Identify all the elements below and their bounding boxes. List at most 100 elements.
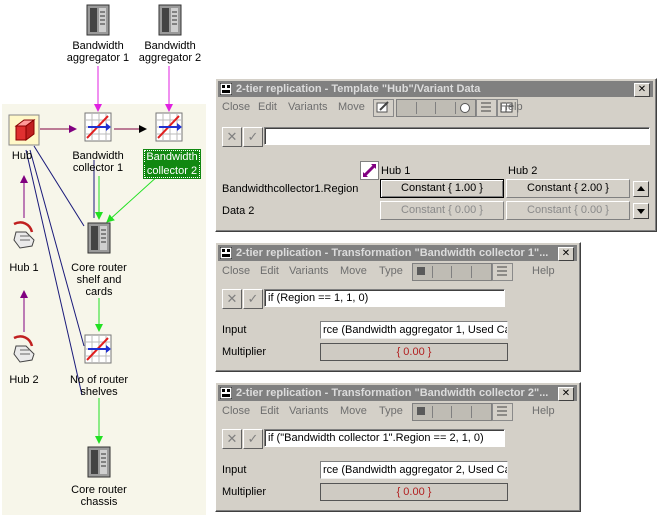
- cancel-edit-button[interactable]: ✕: [222, 429, 242, 449]
- tree-view-button[interactable]: [476, 99, 497, 117]
- node-label: cards: [85, 286, 113, 298]
- toolbar-group[interactable]: [412, 263, 492, 281]
- link-hub-chassis: [25, 149, 83, 396]
- menu-variants[interactable]: Variants: [289, 405, 329, 417]
- node-no-of-router-shelves[interactable]: No of router shelves: [60, 374, 138, 398]
- menu-variants[interactable]: Variants: [288, 101, 328, 113]
- transformation-icon[interactable]: [84, 334, 112, 364]
- node-label: Bandwidth: [144, 40, 196, 52]
- transformation-icon[interactable]: [155, 112, 183, 142]
- node-label: Bandwidth: [72, 150, 124, 162]
- formula-field[interactable]: [264, 127, 650, 145]
- transformation-window-collector-1[interactable]: 2-tier replication - Transformation "Ban…: [215, 242, 581, 372]
- input-label: Input: [222, 464, 247, 476]
- link-hub-core: [33, 145, 85, 227]
- formula-field[interactable]: if (Region == 1, 1, 0): [264, 289, 505, 307]
- cell-hub2-region[interactable]: Constant { 2.00 }: [506, 179, 630, 198]
- menu-help[interactable]: Help: [532, 405, 555, 417]
- close-icon[interactable]: ✕: [558, 387, 574, 401]
- server-icon[interactable]: [86, 4, 110, 36]
- multiplier-value[interactable]: { 0.00 }: [320, 483, 508, 501]
- node-label: Core router: [71, 484, 127, 496]
- accept-edit-button[interactable]: ✓: [243, 289, 263, 309]
- transformation-window-collector-2[interactable]: 2-tier replication - Transformation "Ban…: [215, 382, 581, 512]
- menu-close[interactable]: Close: [222, 405, 251, 417]
- transformation-icon[interactable]: [84, 112, 112, 142]
- scroll-up-button[interactable]: [633, 181, 649, 197]
- close-icon[interactable]: ✕: [634, 83, 650, 97]
- hand-icon[interactable]: [8, 220, 38, 250]
- menu-close[interactable]: Close: [222, 265, 251, 277]
- node-hub[interactable]: Hub: [2, 150, 42, 162]
- edit-note-button[interactable]: [373, 99, 394, 117]
- menu-help[interactable]: Help: [500, 101, 523, 113]
- node-hub-1[interactable]: Hub 1: [4, 262, 44, 274]
- node-label: collector 2: [143, 163, 201, 179]
- node-label: chassis: [80, 496, 118, 508]
- server-icon[interactable]: [87, 222, 111, 254]
- menu-type[interactable]: Type: [379, 265, 403, 277]
- node-core-router-chassis[interactable]: Core router chassis: [60, 484, 138, 508]
- node-bandwidth-collector-2[interactable]: Bandwidth collector 2: [143, 149, 201, 179]
- accept-edit-button[interactable]: ✓: [243, 429, 263, 449]
- cell-hub1-data2[interactable]: Constant { 0.00 }: [380, 201, 504, 220]
- node-hub-2[interactable]: Hub 2: [4, 374, 44, 386]
- row-label-region: Bandwidthcollector1.Region: [222, 183, 359, 195]
- close-icon[interactable]: ✕: [558, 247, 574, 261]
- server-icon[interactable]: [87, 446, 111, 478]
- cancel-edit-button[interactable]: ✕: [222, 289, 242, 309]
- window-title: 2-tier replication - Transformation "Ban…: [236, 387, 549, 399]
- tree-view-button[interactable]: [492, 263, 513, 281]
- link-hub-norouter: [29, 149, 85, 347]
- node-label: No of router: [69, 374, 129, 386]
- node-core-router-shelf[interactable]: Core router shelf and cards: [60, 262, 138, 298]
- multiplier-value[interactable]: { 0.00 }: [320, 343, 508, 361]
- column-header-hub2: Hub 2: [508, 165, 538, 177]
- menu-move[interactable]: Move: [340, 265, 367, 277]
- scroll-down-button[interactable]: [633, 203, 649, 219]
- input-source-field[interactable]: rce (Bandwidth aggregator 2, Used Ca: [320, 461, 508, 479]
- multiplier-label: Multiplier: [222, 486, 267, 498]
- menu-help[interactable]: Help: [532, 265, 555, 277]
- app-icon: [219, 82, 233, 96]
- menu-type[interactable]: Type: [379, 405, 403, 417]
- node-label: aggregator 2: [138, 52, 202, 64]
- cell-hub2-data2[interactable]: Constant { 0.00 }: [506, 201, 630, 220]
- node-label: Bandwidth: [143, 149, 201, 165]
- window-titlebar[interactable]: 2-tier replication - Transformation "Ban…: [218, 245, 577, 261]
- menu-move[interactable]: Move: [340, 405, 367, 417]
- node-bandwidth-collector-1[interactable]: Bandwidth collector 1: [62, 150, 134, 174]
- menu-edit[interactable]: Edit: [260, 405, 279, 417]
- node-label: Core router: [71, 262, 127, 274]
- node-bandwidth-aggregator-1[interactable]: Bandwidth aggregator 1: [60, 40, 136, 64]
- menu-edit[interactable]: Edit: [258, 101, 277, 113]
- menubar: Close Edit Variants Move Help: [220, 99, 652, 117]
- swap-axes-icon[interactable]: [360, 161, 379, 180]
- menu-edit[interactable]: Edit: [260, 265, 279, 277]
- menubar: Close Edit Variants Move Type Help: [220, 263, 576, 281]
- cancel-edit-button[interactable]: ✕: [222, 127, 242, 147]
- template-variant-window[interactable]: 2-tier replication - Template "Hub"/Vari…: [215, 78, 657, 232]
- menu-move[interactable]: Move: [338, 101, 365, 113]
- node-bandwidth-aggregator-2[interactable]: Bandwidth aggregator 2: [132, 40, 208, 64]
- accept-edit-button[interactable]: ✓: [243, 127, 263, 147]
- toolbar-group[interactable]: [412, 403, 492, 421]
- cell-hub1-region[interactable]: Constant { 1.00 }: [380, 179, 504, 198]
- node-label: Bandwidth: [72, 40, 124, 52]
- window-titlebar[interactable]: 2-tier replication - Template "Hub"/Vari…: [218, 81, 653, 97]
- server-icon[interactable]: [158, 4, 182, 36]
- window-titlebar[interactable]: 2-tier replication - Transformation "Ban…: [218, 385, 577, 401]
- node-label: Hub 1: [9, 262, 39, 274]
- menu-variants[interactable]: Variants: [289, 265, 329, 277]
- toolbar-group[interactable]: [396, 99, 476, 117]
- tree-view-button[interactable]: [492, 403, 513, 421]
- formula-field[interactable]: if ("Bandwidth collector 1".Region == 2,…: [264, 429, 505, 447]
- template-cube-icon[interactable]: [8, 114, 40, 146]
- input-source-field[interactable]: rce (Bandwidth aggregator 1, Used Ca: [320, 321, 508, 339]
- menu-close[interactable]: Close: [222, 101, 251, 113]
- node-label: shelf and: [76, 274, 122, 286]
- node-label: collector 1: [72, 162, 124, 174]
- multiplier-label: Multiplier: [222, 346, 267, 358]
- hand-icon[interactable]: [8, 334, 38, 364]
- table-view-button[interactable]: [497, 99, 518, 117]
